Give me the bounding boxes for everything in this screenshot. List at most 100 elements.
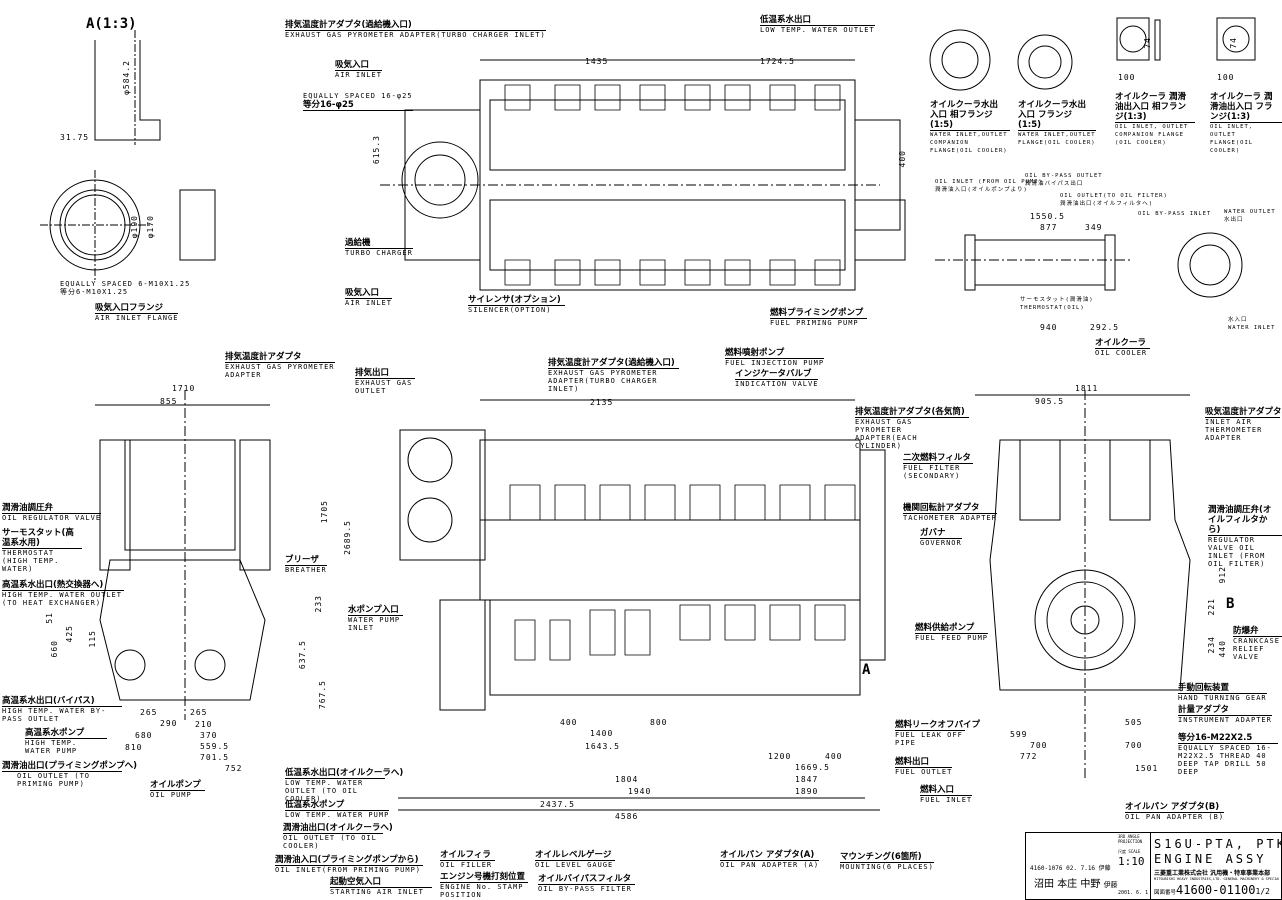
dimension-value: 400	[560, 718, 578, 727]
view-a-arrow-label: A	[862, 662, 871, 678]
callout-en: EQUALLY SPACED 16-M22X2.5 THREAD 40 DEEP…	[1178, 744, 1272, 776]
dimension-value: 701.5	[200, 753, 230, 762]
dimension-value: 1890	[795, 787, 819, 796]
dimension-value: 2135	[590, 398, 614, 407]
dimension-value: 680	[135, 731, 153, 740]
callout: オイルクーラ水出入口 フランジ(1:5)WATER INLET,OUTLET F…	[1018, 100, 1096, 147]
callout-jp: 燃料入口	[920, 785, 973, 796]
callout-en: OIL INLET(FROM PRIMING PUMP)	[275, 866, 422, 874]
callout-jp: 潤滑油バイパス出口	[1025, 181, 1084, 187]
dimension-value: 2689.5	[343, 520, 352, 555]
callout: OIL OUTLET(TO OIL FILTER)潤滑油出口(オイルフィルタへ)	[1060, 192, 1168, 208]
callout-jp: ガバナ	[920, 528, 962, 539]
callout-jp: インジケータバルブ	[735, 369, 819, 380]
callout-en: EXHAUST GAS OUTLET	[355, 379, 413, 395]
callout-jp: 高温系水ポンプ	[25, 728, 107, 739]
dimension-value: 210	[195, 720, 213, 729]
drawing-number-value: 41600-01100	[1176, 883, 1256, 897]
front-view-engine	[95, 390, 271, 720]
dimension-value: 233	[314, 595, 323, 613]
callout-jp: 等分16-M22X2.5	[1178, 733, 1278, 744]
dimension-value: 912	[1218, 566, 1227, 584]
dimension-value: 400	[898, 150, 907, 168]
callout-jp: 吸気入口	[335, 60, 382, 71]
callout-en: INLET AIR THERMOMETER ADAPTER	[1205, 418, 1263, 442]
callout-jp: 機関回転計アダプタ	[903, 503, 997, 514]
checked-by-2: 中野	[1080, 879, 1101, 890]
callout-jp: 等分16-φ25	[303, 100, 413, 111]
callout-en: EXHAUST GAS PYROMETER ADAPTER(EACH CYLIN…	[855, 418, 918, 450]
callout-jp: オイルパン アダプタ(A)	[720, 850, 820, 861]
callout-jp: サーモスタット(潤滑油)	[1020, 297, 1094, 303]
revision-date: 02. 7.16	[1066, 865, 1096, 872]
callout-jp: 潤滑油調圧弁	[2, 503, 102, 514]
callout-en: MOUNTING(6 PLACES)	[840, 863, 934, 871]
callout: サーモスタット(潤滑油) THERMOSTAT(OIL)	[1020, 296, 1094, 312]
callout-en: FUEL FEED PUMP	[915, 634, 989, 642]
callout: OIL BY-PASS INLET	[1138, 210, 1211, 218]
model-name: S16U-PTA, PTK	[1154, 837, 1282, 851]
callout: オイルクーラ 潤滑油出入口 フランジ(1:3)OIL INLET, OUTLET…	[1210, 92, 1282, 155]
dimension-value: 940	[1040, 323, 1058, 332]
callout-en: WATER INLET,OUTLET COMPANION FLANGE(OIL …	[930, 132, 1008, 154]
dimension-value: 1400	[590, 729, 614, 738]
dimension-value: 265	[140, 708, 158, 717]
callout-en: OIL LEVEL GAUGE	[535, 861, 614, 869]
callout-en: LOW TEMP. WATER PUMP	[285, 811, 390, 819]
callout-en: HIGH TEMP. WATER OUTLET (TO HEAT EXCHANG…	[2, 591, 122, 607]
callout-en: THERMOSTAT(OIL)	[1020, 305, 1085, 311]
revision-row: 4160-1076 02. 7.16 伊藤	[1030, 863, 1111, 872]
title-block: 4160-1076 02. 7.16 伊藤 3RD ANGLE PROJECTI…	[1025, 832, 1282, 900]
callout-en: OIL BY-PASS FILTER	[538, 885, 632, 893]
callout-jp: オイルパン アダプタ(B)	[1125, 802, 1225, 813]
callout: 排気温度計アダプタ(過給機入口)EXHAUST GAS PYROMETER AD…	[548, 358, 679, 393]
callout: サーモスタット(高温系水用)THERMOSTAT (HIGH TEMP. WAT…	[2, 528, 82, 573]
callout-en: OIL REGULATOR VALVE	[2, 514, 102, 522]
revision-by: 伊藤	[1098, 865, 1111, 872]
callout-en: AIR INLET	[345, 299, 392, 307]
dimension-value: 1435	[585, 57, 609, 66]
oil-cooler-view	[935, 232, 1243, 298]
dimension-value: 1669.5	[795, 763, 830, 772]
callout-en: AIR INLET FLANGE	[95, 314, 179, 322]
side-view-engine	[398, 399, 886, 811]
revision-number: 4160-1076	[1030, 865, 1063, 872]
callout-en: HAND TURNING GEAR	[1178, 694, 1267, 702]
callout-jp: ブリーザ	[285, 555, 327, 566]
callout-en: SILENCER(OPTION)	[468, 306, 552, 314]
dimension-value: 370	[200, 731, 218, 740]
air-inlet-flange-view	[40, 170, 216, 280]
dimension-value: 31.75	[60, 133, 90, 142]
dimension-value: 559.5	[200, 742, 230, 751]
callout-en: EXHAUST GAS PYROMETER ADAPTER	[225, 363, 335, 379]
callout-jp: 水出口	[1224, 217, 1244, 223]
callout-en: OIL OUTLET (TO PRIMING PUMP)	[17, 772, 91, 788]
callout-jp: 潤滑油出口(プライミングポンプへ)	[2, 761, 138, 772]
callout: 低温系水出口(オイルクーラへ)LOW TEMP. WATER OUTLET (T…	[285, 768, 403, 803]
view-b-arrow-label: B	[1226, 596, 1235, 612]
callout: 潤滑油出口(オイルクーラへ)OIL OUTLET (TO OIL COOLER)	[283, 823, 393, 850]
callout-jp: 吸気温度計アダプタ	[1205, 407, 1282, 418]
dimension-value: 1804	[615, 775, 639, 784]
dimension-value: 100	[1118, 73, 1136, 82]
callout-jp: 低温系水出口	[760, 15, 875, 26]
callout: OIL INLET (FROM OIL PUMP)潤滑油入口(オイルポンプより)	[935, 178, 1043, 194]
callout-jp: 吸気入口フランジ	[95, 303, 179, 314]
callout-jp: 排気出口	[355, 368, 415, 379]
callout-jp: 燃料リークオフパイプ	[895, 720, 981, 731]
callout: オイルクーラ 潤滑油出入口 相フランジ(1:3)OIL INLET, OUTLE…	[1115, 92, 1195, 147]
dimension-value: 1200	[768, 752, 792, 761]
callout-en: WATER OUTLET	[1224, 209, 1276, 215]
drawn-by: 伊藤	[1103, 881, 1118, 889]
company-name-en: MITSUBISHI HEAVY INDUSTRIES,LTD. GENERAL…	[1154, 877, 1279, 881]
company-name: 三菱重工業株式会社 汎用機・特車事業本部	[1154, 870, 1271, 877]
